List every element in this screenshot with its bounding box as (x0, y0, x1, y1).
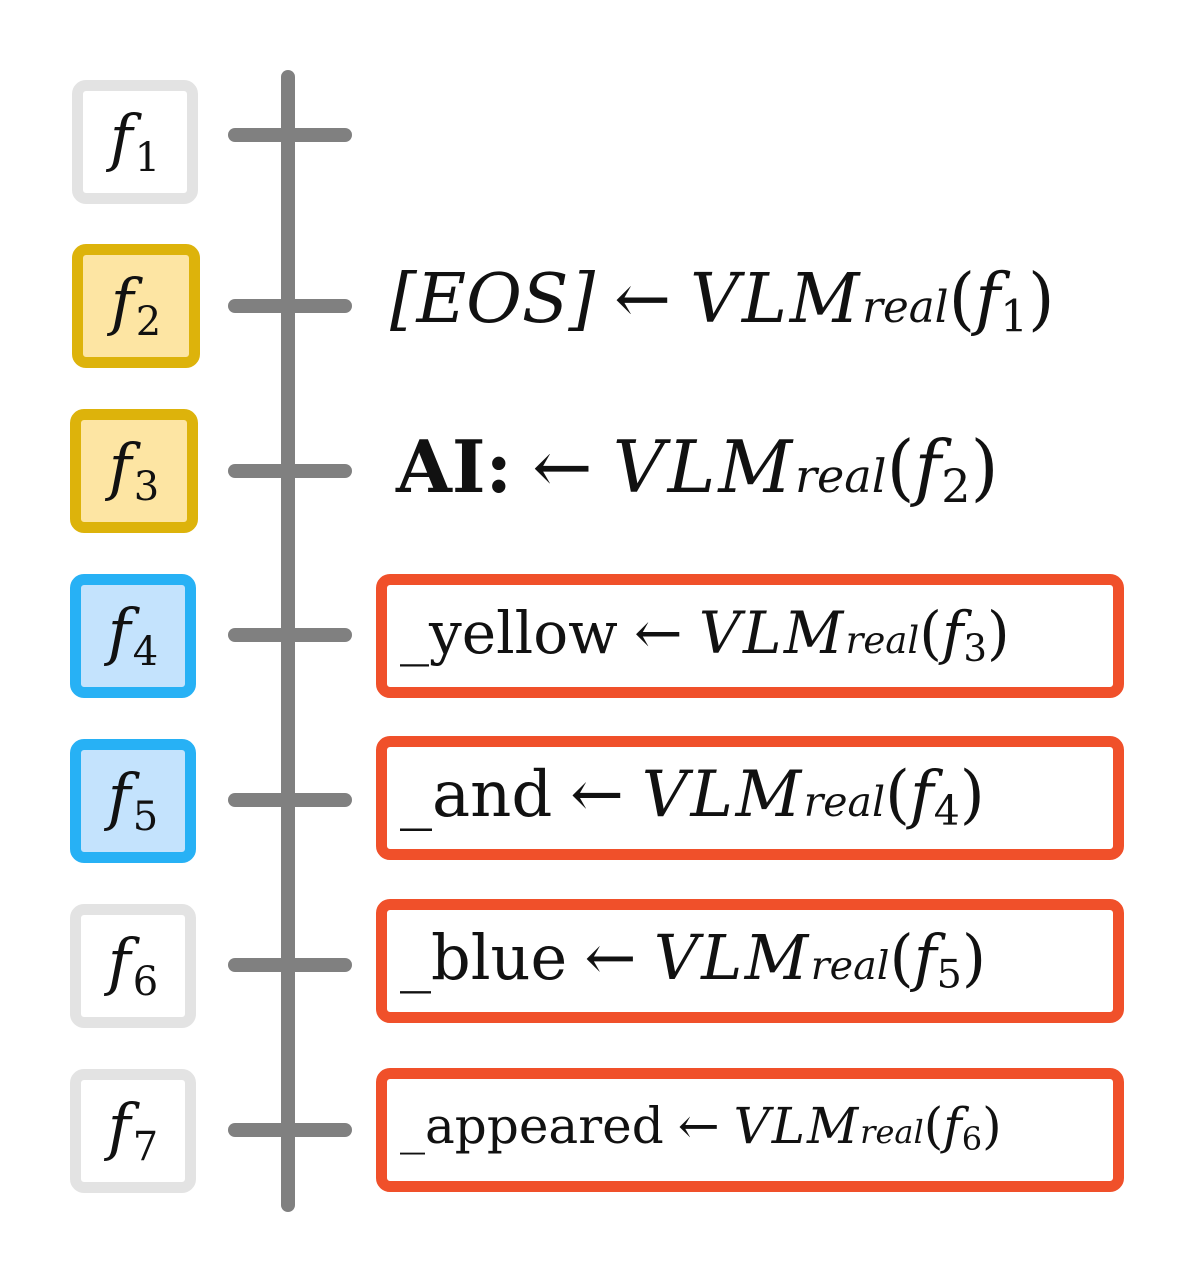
highlight-box (376, 736, 1124, 860)
output-expression: _and ← VLM real (f4) (400, 758, 985, 835)
output-token: _appeared (400, 1097, 664, 1155)
frame-label: f5 (107, 759, 159, 840)
output-token: _blue (400, 921, 568, 994)
timeline-tick (228, 1123, 352, 1137)
frame-box-f3: f3 (70, 409, 198, 533)
model-subscript: real (845, 619, 920, 662)
timeline-tick (228, 464, 352, 478)
timeline-tick (228, 299, 352, 313)
model-name: VLM (733, 1097, 861, 1155)
model-subscript: real (862, 283, 949, 333)
model-subscript: real (794, 449, 887, 503)
frame-label: f3 (108, 429, 160, 510)
arrow-icon: ← (570, 758, 624, 832)
model-subscript: real (860, 1113, 924, 1151)
output-expression: _blue ← VLM real (f5) (400, 921, 987, 998)
frame-label: f7 (107, 1089, 159, 1170)
frame-box-f6: f6 (70, 904, 196, 1028)
frame-argument: f6 (943, 1097, 983, 1159)
frame-label: f1 (109, 100, 161, 181)
timeline-tick (228, 628, 352, 642)
timeline-tick (228, 958, 352, 972)
model-subscript: real (810, 943, 890, 989)
highlight-box (376, 899, 1124, 1023)
model-name: VLM (653, 921, 811, 994)
model-name: VLM (698, 599, 846, 667)
model-name: VLM (641, 758, 804, 832)
frame-argument: f2 (914, 425, 971, 514)
output-token: AI: (396, 424, 513, 509)
model-name: VLM (612, 425, 795, 509)
arrow-icon: ← (677, 1097, 720, 1155)
frame-argument: f3 (941, 599, 988, 671)
timeline-tick (228, 128, 352, 142)
frame-argument: f4 (910, 758, 960, 835)
arrow-icon: ← (614, 260, 672, 339)
frame-box-f2: f2 (72, 244, 200, 368)
output-expression: [EOS] ← VLM real (f1) (390, 260, 1055, 343)
frame-box-f1: f1 (72, 80, 198, 204)
frame-label: f6 (107, 924, 159, 1005)
frame-label: f4 (107, 594, 159, 675)
frame-label: f2 (110, 264, 162, 345)
output-expression: AI: ← VLM real (f2) (396, 424, 999, 514)
arrow-icon: ← (532, 425, 593, 509)
frame-box-f7: f7 (70, 1069, 196, 1193)
output-expression: _appeared ← VLM real (f6) (400, 1097, 1002, 1159)
frame-argument: f5 (913, 921, 962, 998)
timeline-tick (228, 793, 352, 807)
model-subscript: real (803, 778, 886, 826)
arrow-icon: ← (634, 599, 683, 667)
output-expression: _yellow ← VLM real (f3) (400, 599, 1010, 671)
frame-argument: f1 (975, 260, 1028, 343)
highlight-box (376, 574, 1124, 698)
output-token: _and (400, 758, 553, 832)
frame-box-f5: f5 (70, 739, 196, 863)
output-token: [EOS] (390, 260, 596, 339)
arrow-icon: ← (584, 921, 637, 994)
frame-box-f4: f4 (70, 574, 196, 698)
output-token: _yellow (400, 599, 618, 667)
highlight-box (376, 1068, 1124, 1192)
model-name: VLM (690, 260, 863, 339)
